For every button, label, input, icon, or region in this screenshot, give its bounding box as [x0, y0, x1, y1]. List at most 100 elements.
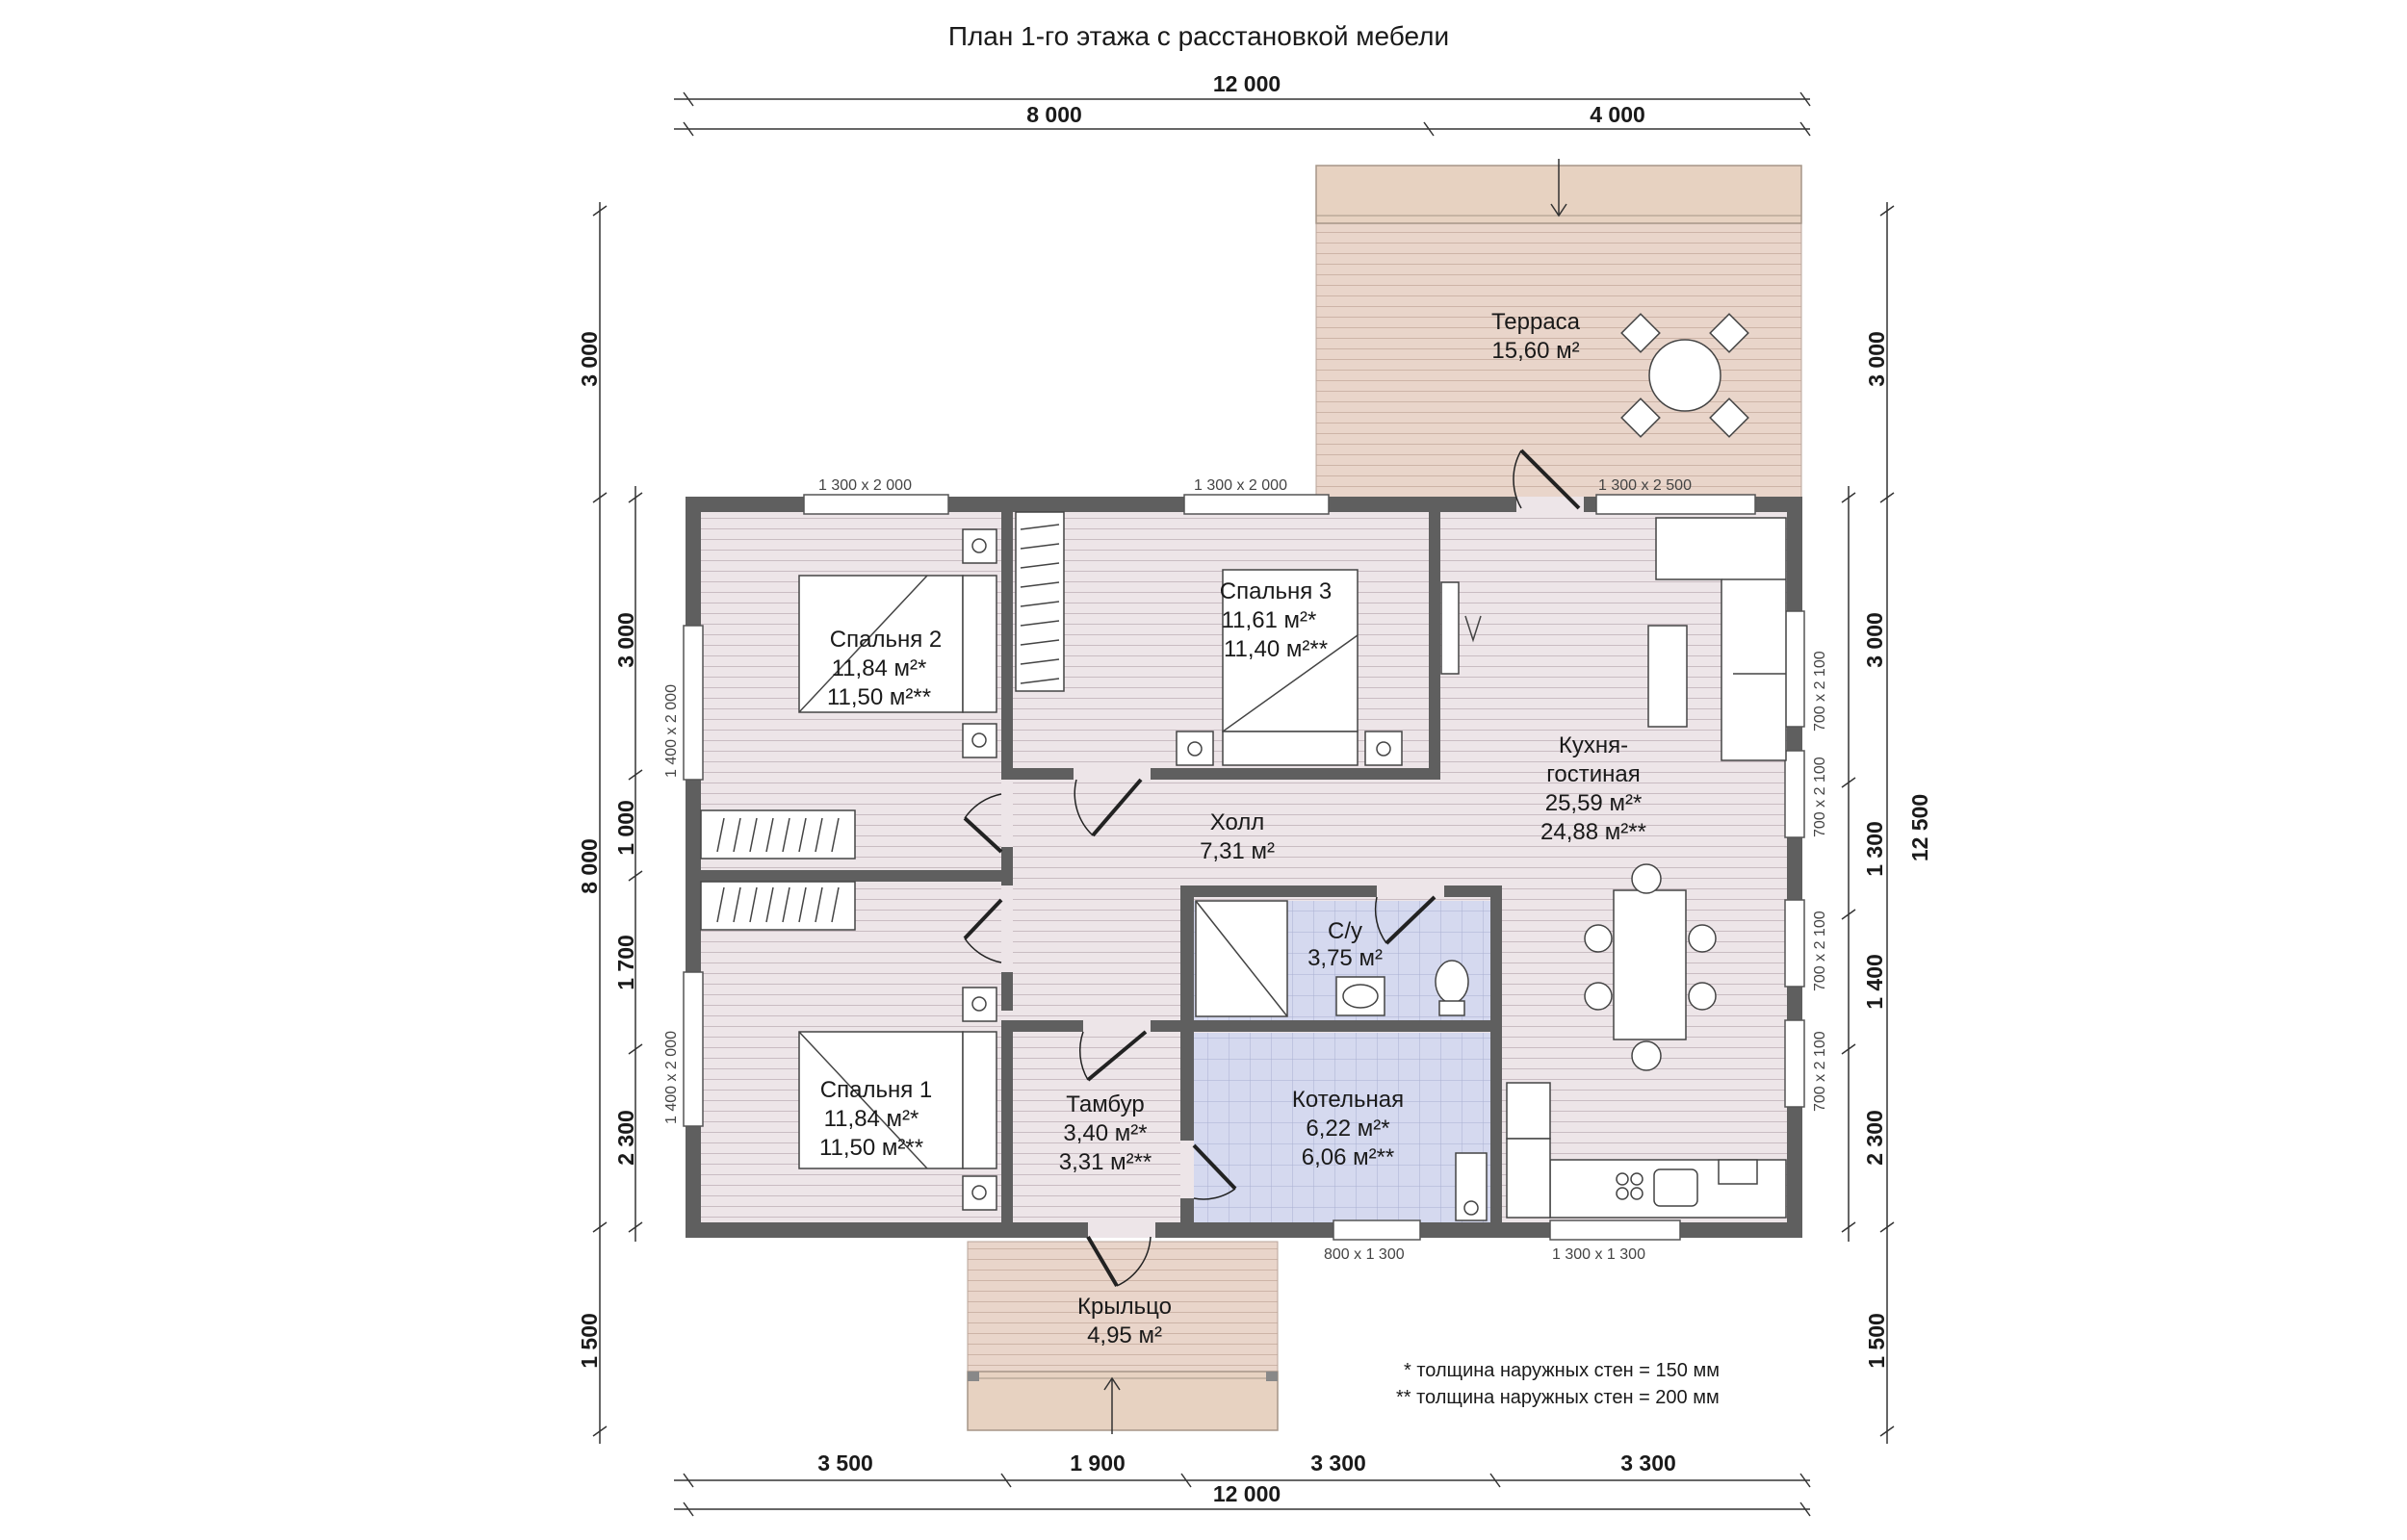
- door-bedroom3: [1074, 778, 1143, 837]
- door-vestibule: [1079, 1030, 1148, 1082]
- dim-bottom-total: 12 000: [1213, 1481, 1281, 1506]
- bed-bedroom3: [1222, 569, 1359, 766]
- notes: * толщина наружных стен = 150 мм ** толщ…: [1396, 1360, 1720, 1408]
- nightstand-icon: [1364, 731, 1403, 766]
- dim-left-top: 3 000: [577, 331, 602, 387]
- bed-bedroom2: [798, 575, 997, 713]
- nightstand-icon: [962, 1175, 997, 1211]
- dim-right-top: 3 000: [1864, 331, 1889, 387]
- hall-name: Холл: [1210, 809, 1265, 835]
- porch-name: Крыльцо: [1077, 1294, 1172, 1320]
- dim-right-seg: 2 300: [1862, 1110, 1887, 1166]
- boiler-name: Котельная: [1292, 1087, 1404, 1113]
- dim-top-left: 8 000: [1026, 102, 1082, 127]
- vestibule-name: Тамбур: [1066, 1091, 1144, 1117]
- window-label: 1 300 x 2 000: [1194, 477, 1287, 494]
- dim-right-seg: 1 400: [1862, 954, 1887, 1010]
- wardrobe-icon: [1015, 511, 1065, 692]
- bed-bedroom1: [798, 1031, 997, 1169]
- dim-top-right: 4 000: [1590, 102, 1645, 127]
- door-boiler: [1192, 1143, 1237, 1200]
- bedroom2-name: Спальня 2: [830, 627, 942, 653]
- door-bedroom2: [963, 793, 1003, 854]
- nightstand-icon: [962, 987, 997, 1022]
- bedroom3-area1: 11,61 м²*: [1222, 607, 1317, 633]
- kitchen-name2: гостиная: [1546, 761, 1641, 787]
- wardrobe-icon: [700, 809, 856, 860]
- dim-left-bottom: 1 500: [577, 1313, 602, 1369]
- bedroom2-area1: 11,84 м²*: [832, 655, 927, 681]
- dim-bottom-seg: 3 500: [817, 1450, 873, 1476]
- window-label: 800 x 1 300: [1324, 1246, 1405, 1263]
- window-label: 700 x 2 100: [1812, 911, 1828, 991]
- dimension-lines: [592, 91, 1895, 1517]
- room-labels: Терраса 15,60 м² Спальня 2 11,84 м²* 11,…: [819, 309, 1646, 1348]
- nightstand-icon: [962, 528, 997, 564]
- dimension-labels: 12 000 8 000 4 000 3 500 1 900 3 300 3 3…: [577, 71, 1932, 1506]
- dim-right-seg: 3 000: [1862, 612, 1887, 668]
- window-label: 1 300 x 2 500: [1598, 477, 1692, 494]
- kitchen-unit-icon: [1506, 1082, 1787, 1219]
- toilet-icon: [1435, 960, 1469, 1016]
- window-label: 700 x 2 100: [1812, 651, 1828, 732]
- dim-left-seg: 3 000: [613, 612, 638, 668]
- dim-right-bottom: 1 500: [1864, 1313, 1889, 1369]
- door-openings: [1001, 497, 1584, 1238]
- tv-icon: [1440, 581, 1482, 675]
- window-label: 1 300 x 2 000: [818, 477, 912, 494]
- sofa-icon: [1655, 517, 1787, 761]
- hall-area: 7,31 м²: [1200, 838, 1275, 864]
- dim-right-total: 12 500: [1907, 794, 1932, 861]
- coffee-table-icon: [1647, 625, 1688, 728]
- furniture: [700, 511, 1787, 1221]
- dim-left-seg: 2 300: [613, 1110, 638, 1166]
- bedroom1-area2: 11,50 м²**: [819, 1135, 923, 1161]
- plan-title: План 1-го этажа с расстановкой мебели: [948, 21, 1449, 51]
- dim-left-seg: 1 700: [613, 935, 638, 990]
- window-label: 700 x 2 100: [1812, 757, 1828, 837]
- window-label: 1 400 x 2 000: [663, 1031, 680, 1124]
- terrace-area: 15,60 м²: [1491, 338, 1579, 364]
- boiler-icon: [1455, 1152, 1488, 1221]
- sink-icon: [1335, 976, 1385, 1016]
- door-entrance: [1086, 1235, 1152, 1288]
- doors: [963, 449, 1581, 1288]
- vestibule-area2: 3,31 м²**: [1059, 1149, 1152, 1175]
- window-label: 1 300 x 1 300: [1552, 1246, 1645, 1263]
- boiler-area2: 6,06 м²**: [1302, 1144, 1395, 1170]
- dim-left-total: 8 000: [577, 838, 602, 894]
- dim-right-seg: 1 300: [1862, 821, 1887, 877]
- bedroom3-name: Спальня 3: [1220, 578, 1332, 604]
- bedroom1-area1: 11,84 м²*: [824, 1106, 919, 1132]
- nightstand-icon: [962, 723, 997, 758]
- wardrobe-icon: [700, 881, 856, 931]
- window-labels: 1 300 x 2 000 1 300 x 2 000 1 300 x 2 50…: [663, 477, 1828, 1263]
- wc-area: 3,75 м²: [1307, 945, 1383, 971]
- boiler-area1: 6,22 м²*: [1306, 1116, 1389, 1142]
- kitchen-area2: 24,88 м²**: [1540, 819, 1646, 845]
- dim-bottom-seg: 1 900: [1070, 1450, 1126, 1476]
- nightstand-icon: [1176, 731, 1214, 766]
- dim-bottom-seg: 3 300: [1310, 1450, 1366, 1476]
- porch: [967, 1241, 1279, 1434]
- window-label: 700 x 2 100: [1812, 1031, 1828, 1112]
- porch-area: 4,95 м²: [1087, 1322, 1162, 1348]
- dining-table-icon: [1584, 863, 1717, 1071]
- bedroom3-area2: 11,40 м²**: [1224, 636, 1328, 662]
- note-200: ** толщина наружных стен = 200 мм: [1396, 1387, 1720, 1408]
- shower-icon: [1195, 900, 1288, 1017]
- bedroom2-area2: 11,50 м²**: [827, 684, 931, 710]
- terrace-name: Терраса: [1491, 309, 1581, 335]
- kitchen-name1: Кухня-: [1559, 732, 1628, 758]
- door-wc: [1374, 895, 1436, 945]
- dim-top-total: 12 000: [1213, 71, 1281, 96]
- door-bedroom1: [963, 898, 1003, 963]
- windows: [683, 494, 1805, 1241]
- window-label: 1 400 x 2 000: [663, 684, 680, 778]
- terrace-table-icon: [1620, 313, 1749, 438]
- note-150: * толщина наружных стен = 150 мм: [1404, 1360, 1720, 1381]
- wc-name: С/у: [1328, 918, 1362, 944]
- dim-bottom-seg: 3 300: [1620, 1450, 1676, 1476]
- kitchen-area1: 25,59 м²*: [1545, 790, 1643, 816]
